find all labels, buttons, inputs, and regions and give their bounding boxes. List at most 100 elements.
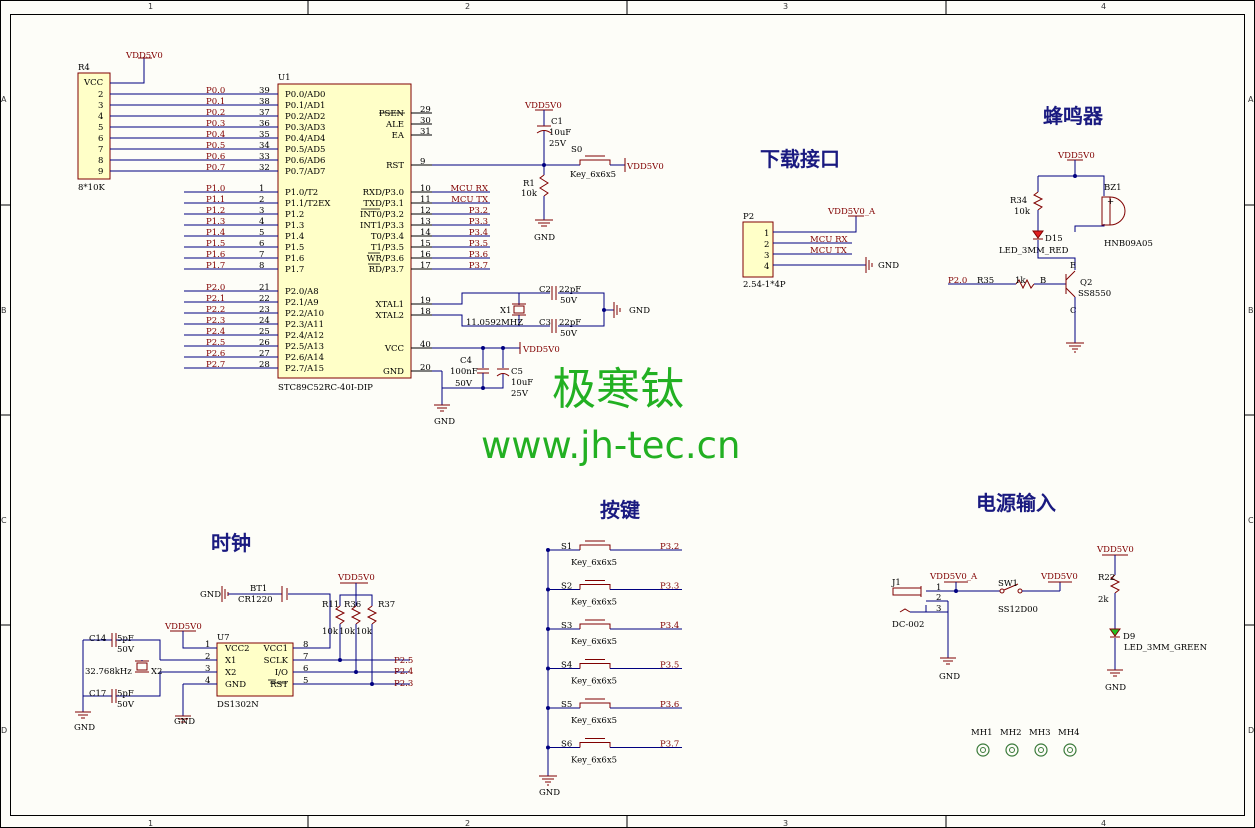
bt1-gnd: GND (200, 590, 221, 600)
u1-pin-name: P0.2/AD2 (285, 112, 325, 122)
j1-pin1: 1 (936, 583, 941, 593)
crystal-circuit[interactable]: X1 11.0592MHZ C2 22pF 50V C3 22pF 50V GN… (432, 285, 650, 339)
bz1-plus: + (1107, 197, 1114, 207)
u1-pin-net: P1.6 (206, 250, 225, 260)
r4-pin-num: 2 (98, 90, 103, 100)
power-input-circuit[interactable]: 电源输入 J1 1 2 3 DC-002 GND VDD5V0_A VDD5V0… (891, 491, 1208, 757)
u1-pin-net: P2.0 (206, 283, 225, 293)
r22-ref: R22 (1098, 573, 1115, 583)
c2-voltage: 50V (560, 296, 578, 306)
s0-part: Key_6x6x5 (570, 170, 616, 180)
mounting-hole-label: MH3 (1029, 728, 1051, 738)
keys-title: 按键 (600, 498, 640, 522)
u1-pin-net: P3.4 (469, 228, 488, 238)
key-body (579, 584, 611, 590)
u1-pin-name: P1.5 (285, 243, 304, 253)
u1-pin-num: 3 (259, 206, 264, 216)
r4-pin-num: 9 (98, 167, 103, 177)
u1-pin-name: P1.7 (285, 265, 304, 275)
d9-ref: D9 (1123, 632, 1135, 642)
q2-part: SS8550 (1078, 289, 1111, 299)
u7-pin-name: X1 (225, 656, 236, 666)
u1-pin-name: P2.0/A8 (285, 287, 319, 297)
u1-pin-name: VCC (384, 344, 404, 354)
row-label: C (1248, 516, 1254, 525)
power-in-gnd: GND (939, 672, 960, 682)
sw1-power: VDD5V0 (1040, 572, 1078, 582)
c4-ref: C4 (460, 356, 472, 366)
key-part: Key_6x6x5 (571, 716, 617, 726)
sw1-part: SS12D00 (998, 605, 1038, 615)
bt1-part: CR1220 (238, 595, 273, 605)
u1-pin-num: 35 (259, 130, 270, 140)
u7-part: DS1302N (217, 700, 259, 710)
key-part: Key_6x6x5 (571, 637, 617, 647)
rtc-circuit[interactable]: 时钟 GND BT1 CR1220 VDD5V0 R11 R36 R37 10k… (74, 531, 413, 733)
reset-power: VDD5V0 (524, 101, 562, 111)
u1-pin-num: 21 (259, 283, 270, 293)
reset-circuit[interactable]: VDD5V0 C1 10uF 25V S0 Key_6x6x5 VDD5V0 R… (432, 101, 664, 243)
u1-pin-net: P0.0 (206, 86, 225, 96)
key-net: P3.4 (660, 621, 679, 631)
u1-ref: U1 (278, 73, 291, 83)
u1-pin-net: P2.5 (206, 338, 225, 348)
keys-circuit[interactable]: 按键 S1Key_6x6x5P3.2S2Key_6x6x5P3.3S3Key_6… (539, 498, 682, 798)
col-label: 2 (465, 819, 470, 828)
d9-gnd: GND (1105, 683, 1126, 693)
rtc-cap-gnd: GND (74, 723, 95, 733)
c17-voltage: 50V (117, 700, 135, 710)
key-body (579, 544, 611, 550)
u7-pin-name: RST (270, 680, 288, 690)
decoupling-circuit[interactable]: GND VDD5V0 C4 100nF 50V C5 10uF 25V (432, 342, 560, 427)
j1-pin2: 2 (936, 593, 941, 603)
u1-pin-net: P2.3 (206, 316, 225, 326)
u1-pin-name: PSEN (379, 109, 405, 119)
key-ref: S2 (561, 582, 572, 592)
u7-pin-num: 5 (303, 676, 308, 686)
r4-power: VDD5V0 (125, 51, 163, 61)
r37-ref: R37 (378, 600, 395, 610)
buzzer-circuit[interactable]: 蜂鸣器 VDD5V0 R34 10k D15 LED_3MM_RED + BZ1… (948, 104, 1153, 353)
c14-value: 5pF (117, 634, 134, 644)
u1-pin-name: EA (392, 131, 405, 141)
col-label: 1 (148, 2, 153, 11)
c5-value: 10uF (511, 378, 533, 388)
x1-value: 11.0592MHZ (466, 318, 523, 328)
mounting-hole-icon (1005, 743, 1019, 757)
u1-pin-net: P1.2 (206, 206, 225, 216)
u1-pin-num: 13 (420, 217, 431, 227)
u7-pin-num: 3 (205, 664, 210, 674)
u1-pin-name: T1/P3.5 (371, 243, 404, 253)
u1-pin-name: GND (383, 367, 404, 377)
u1-pin-name: P1.2 (285, 210, 304, 220)
r36-ref: R36 (344, 600, 361, 610)
u1-pin-net: P0.1 (206, 97, 225, 107)
s0-power: VDD5V0 (626, 162, 664, 172)
u1-pin-net: P1.0 (206, 184, 225, 194)
key-net: P3.2 (660, 542, 679, 552)
key-part: Key_6x6x5 (571, 677, 617, 687)
key-ref: S6 (561, 740, 572, 750)
d9-part: LED_3MM_GREEN (1124, 643, 1208, 653)
download-header-p2[interactable]: 下载接口 P2 1 2 3 4 2.54-1*4P VDD5V0_A MCU R… (742, 147, 899, 290)
key-body (579, 663, 611, 669)
u1-pin-num: 7 (259, 250, 264, 260)
p2-pin3: 3 (764, 251, 769, 261)
u1-pin-name: INT0/P3.2 (360, 210, 404, 220)
u7-pin-num: 6 (303, 664, 308, 674)
p2-power: VDD5V0_A (827, 207, 876, 217)
u1-pin-name: TXD/P3.1 (363, 199, 404, 209)
watermark-url: www.jh-tec.cn (481, 424, 740, 467)
u7-pin-name: X2 (225, 668, 236, 678)
u7-ref: U7 (217, 633, 230, 643)
u1-pin-name: P2.3/A11 (285, 320, 324, 330)
u1-pin-num: 1 (259, 184, 264, 194)
u7-pin-name: VCC2 (224, 644, 250, 654)
col-label: 3 (783, 2, 788, 11)
u1-pin-name: RD/P3.7 (369, 265, 404, 275)
